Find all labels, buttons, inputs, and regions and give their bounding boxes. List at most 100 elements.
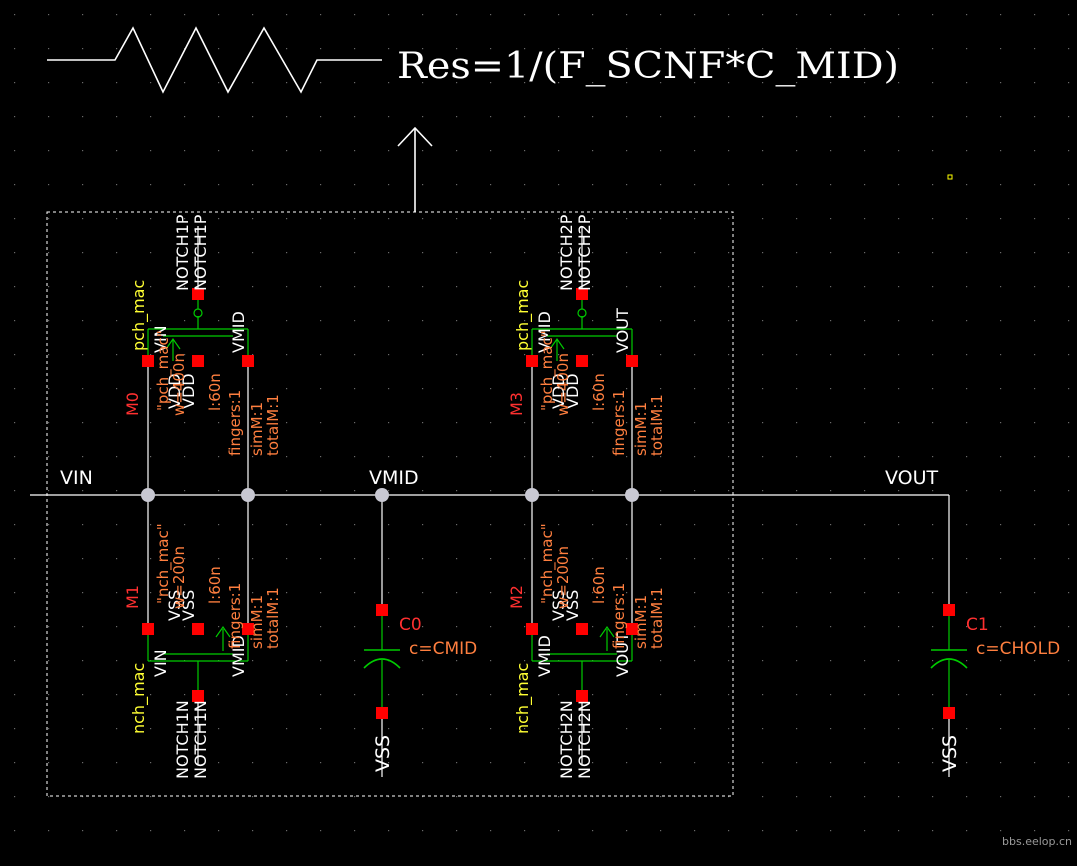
model-name: "pch_mac" — [154, 330, 173, 411]
model-name: "nch_mac" — [538, 523, 557, 604]
equivalent-switch-box — [46, 211, 734, 797]
drain-pin — [526, 355, 538, 367]
pin-label-drain: VMID — [535, 635, 554, 677]
net-label-vin: VIN — [60, 467, 93, 489]
pin-label-gate-overlap: NOTCH2N — [575, 700, 594, 779]
arrow-head — [165, 337, 181, 350]
junction-dot — [241, 488, 255, 502]
model-name: "pch_mac" — [538, 330, 557, 411]
param-simm: simM:1 — [248, 595, 266, 649]
cell-name: nch_mac — [129, 663, 149, 734]
instance-name: C1 — [966, 615, 989, 635]
bottom-pin — [943, 707, 955, 719]
param-totalm: totalM:1 — [264, 587, 282, 649]
cell-name: nch_mac — [513, 663, 533, 734]
pin-label-bulk: VSS — [165, 590, 184, 621]
param-length: l:60n — [590, 373, 608, 411]
arrow-head — [549, 337, 565, 350]
junction-dot — [525, 488, 539, 502]
resistor-zigzag — [47, 26, 382, 94]
top-pin — [376, 604, 388, 616]
ground-label: VSS — [372, 735, 394, 772]
param-fingers: fingers:1 — [226, 390, 244, 456]
pin-label-bulk2: VDD — [563, 373, 582, 409]
ground-label: VSS — [939, 735, 961, 772]
source-pin — [626, 355, 638, 367]
param-fingers: fingers:1 — [610, 583, 628, 649]
cell-name: pch_mac — [129, 280, 149, 351]
equivalent-resistor — [47, 26, 382, 94]
drain-pin — [142, 623, 154, 635]
bulk-pin — [576, 355, 588, 367]
pin-label-gate: NOTCH1N — [173, 700, 192, 779]
instance-name: M0 — [123, 392, 142, 416]
pin-label-gate-overlap: NOTCH1N — [191, 700, 210, 779]
drain-pin — [142, 355, 154, 367]
instance-name: M3 — [507, 392, 526, 416]
param-capacitance: c=CHOLD — [976, 639, 1060, 659]
gate-pin — [576, 690, 588, 702]
cap-plate-bottom — [363, 658, 401, 669]
bottom-pin — [376, 707, 388, 719]
junction-dot — [141, 488, 155, 502]
net-label-vmid: VMID — [369, 467, 419, 489]
param-width: w=400n — [170, 353, 188, 416]
capacitor-c0[interactable]: C0 c=CMID VSS — [363, 604, 477, 772]
main-wires — [30, 494, 950, 777]
junction-dots — [141, 488, 639, 502]
param-fingers: fingers:1 — [226, 583, 244, 649]
pin-label-bulk2: VSS — [563, 590, 582, 621]
net-label-vout: VOUT — [885, 467, 939, 489]
junction-dot — [375, 488, 389, 502]
pin-label-gate: NOTCH1P — [173, 214, 192, 291]
pin-label-bulk: VDD — [165, 373, 184, 409]
resistance-equation: Res=1/(F_SCNF*C_MID) — [397, 46, 899, 87]
selection-marker — [947, 174, 953, 180]
param-width: w=400n — [554, 353, 572, 416]
pin-label-drain: VMID — [535, 311, 554, 353]
param-fingers: fingers:1 — [610, 390, 628, 456]
gate-pin — [576, 288, 588, 300]
arrow-head — [215, 625, 231, 638]
pin-label-source: VMID — [229, 311, 248, 353]
pin-label-source: VMID — [229, 635, 248, 677]
param-simm: simM:1 — [632, 595, 650, 649]
pin-label-bulk: VSS — [549, 590, 568, 621]
source-pin — [242, 355, 254, 367]
junction-dot — [625, 488, 639, 502]
instance-name: M1 — [123, 585, 142, 609]
drain-pin — [526, 623, 538, 635]
param-capacitance: c=CMID — [409, 639, 477, 659]
up-arrow-icon — [397, 126, 433, 212]
pin-label-drain: VIN — [151, 325, 170, 353]
pin-label-source: VOUT — [613, 308, 632, 353]
pin-label-drain: VIN — [151, 649, 170, 677]
param-totalm: totalM:1 — [264, 394, 282, 456]
pin-label-bulk2: VSS — [179, 590, 198, 621]
param-simm: simM:1 — [248, 402, 266, 456]
param-length: l:60n — [590, 566, 608, 604]
bulk-pin — [192, 623, 204, 635]
cap-plate-bottom — [930, 658, 968, 669]
param-length: l:60n — [206, 373, 224, 411]
watermark: bbs.eelop.cn — [1002, 835, 1072, 848]
capacitor-c1[interactable]: C1 c=CHOLD VSS — [930, 604, 1060, 772]
model-name: "nch_mac" — [154, 523, 173, 604]
gate-pin — [192, 690, 204, 702]
bulk-pin — [192, 355, 204, 367]
pin-label-gate: NOTCH2N — [557, 700, 576, 779]
instance-name: C0 — [399, 615, 422, 635]
source-pin — [242, 623, 254, 635]
param-length: l:60n — [206, 566, 224, 604]
source-pin — [626, 623, 638, 635]
pin-label-gate: NOTCH2P — [557, 214, 576, 291]
bulk-pin — [576, 623, 588, 635]
pin-label-bulk: VDD — [549, 373, 568, 409]
pin-label-bulk2: VDD — [179, 373, 198, 409]
